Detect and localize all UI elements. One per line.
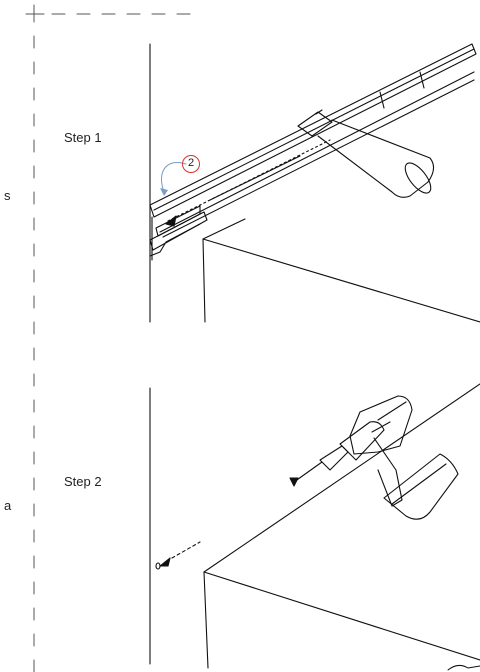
left-edge-text-1: s	[4, 188, 11, 203]
step1-countertop	[202, 218, 480, 323]
left-edge-text-2: a	[4, 498, 12, 513]
step2-label: Step 2	[64, 474, 102, 489]
step1-rail	[149, 43, 477, 261]
step1-label: Step 1	[64, 130, 102, 145]
step1-callout-number: 2	[187, 157, 195, 169]
corner-fragment	[447, 664, 480, 671]
drill-icon	[289, 395, 459, 520]
step1-callout-ring	[182, 155, 200, 173]
caulk-tube-icon	[297, 109, 435, 198]
step2-illustration	[149, 383, 480, 669]
screw-icon	[155, 541, 201, 570]
rotate-arrow-icon	[161, 162, 187, 193]
cut-mark-icon	[25, 4, 45, 23]
step2-countertop	[203, 383, 480, 669]
step1-illustration	[149, 43, 480, 323]
